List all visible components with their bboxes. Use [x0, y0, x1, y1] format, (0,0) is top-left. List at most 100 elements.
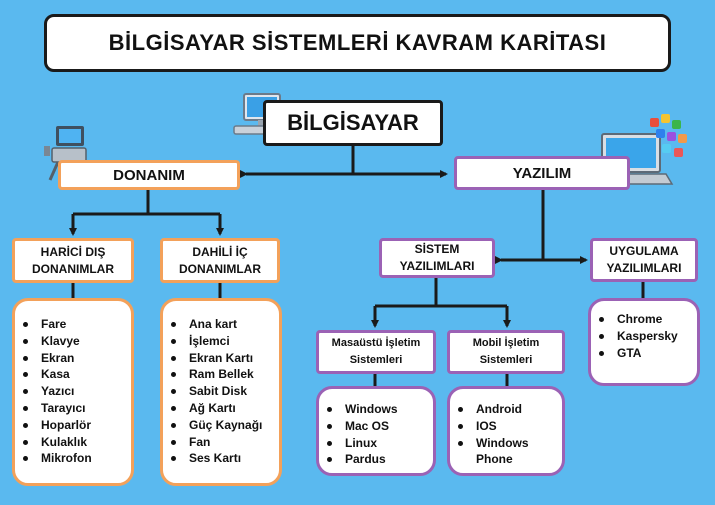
list-item: Ağ Kartı — [163, 400, 279, 417]
bullet-icon — [327, 423, 332, 429]
bullet-icon — [23, 355, 28, 361]
list-item: Yazıcı — [15, 383, 131, 400]
list-item: IOS — [450, 418, 562, 435]
list-item: Mikrofon — [15, 450, 131, 467]
list-item: Fare — [15, 316, 131, 333]
list-item-label: Ses Kartı — [189, 451, 242, 466]
list-item-label: Sabit Disk — [189, 384, 248, 399]
list-item: Fan — [163, 434, 279, 451]
bullet-icon — [171, 439, 176, 445]
node-uygulama-yazilimlari: UYGULAMA YAZILIMLARI — [590, 238, 698, 282]
bullet-icon — [458, 440, 463, 446]
list-item: Sabit Disk — [163, 383, 279, 400]
list-item-label: Linux — [345, 435, 377, 450]
list-item-label: Ram Bellek — [189, 367, 254, 382]
node-yazilim: YAZILIM — [454, 156, 630, 190]
list-item-label: Mac OS — [345, 418, 390, 433]
bullet-icon — [23, 439, 28, 445]
list-item: GTA — [591, 345, 697, 362]
list-item-label: Pardus — [345, 452, 386, 467]
list-item-label: Fare — [41, 317, 67, 331]
list-item: Kasa — [15, 366, 131, 383]
list-item-label: Güç Kaynağı — [189, 417, 263, 432]
list-item-label: Kulaklık — [41, 434, 88, 449]
bullet-icon — [171, 456, 176, 462]
list-item: İşlemci — [163, 333, 279, 350]
bullet-icon — [23, 322, 28, 327]
node-dahili-ic-donanimlar: DAHİLİ İÇ DONANIMLAR — [160, 238, 280, 283]
bullet-icon — [599, 333, 604, 339]
list-item-label: Windows Phone — [476, 435, 529, 467]
list-item-label: Ana kart — [189, 317, 238, 331]
page-title: BİLGİSAYAR SİSTEMLERİ KAVRAM KARİTASI — [44, 14, 671, 72]
bullet-icon — [171, 372, 176, 378]
list-item-label: Mikrofon — [41, 451, 92, 466]
bullet-icon — [171, 389, 176, 395]
list-item: Windows — [319, 401, 433, 418]
list-item: Tarayıcı — [15, 400, 131, 417]
node-donanim: DONANIM — [58, 160, 240, 190]
bullet-icon — [171, 355, 176, 361]
bullet-icon — [23, 405, 28, 411]
bullet-icon — [23, 372, 28, 378]
bullet-icon — [23, 422, 28, 428]
node-masaustu-isletim-sistemleri: Masaüstü İşletim Sistemleri — [316, 330, 436, 374]
robot-computer-icon — [44, 126, 90, 181]
list-item-label: Android — [476, 402, 522, 416]
node-mobil-isletim-sistemleri: Mobil İşletim Sistemleri — [447, 330, 565, 374]
list-item: Ekran Kartı — [163, 350, 279, 367]
bullet-icon — [599, 317, 604, 322]
list-item-label: Tarayıcı — [41, 400, 86, 415]
list-item-label: İşlemci — [189, 333, 230, 348]
bullet-icon — [23, 456, 28, 462]
list-item: Windows Phone — [450, 435, 562, 469]
root-node-bilgisayar: BİLGİSAYAR — [263, 100, 443, 146]
list-item-label: Kaspersky — [617, 328, 678, 343]
list-item: Ram Bellek — [163, 366, 279, 383]
list-item-label: Klavye — [41, 333, 80, 348]
bullet-icon — [599, 350, 604, 356]
list-item-label: Kasa — [41, 367, 70, 382]
bullet-icon — [327, 407, 332, 412]
list-item: Pardus — [319, 451, 433, 468]
list-item-label: Hoparlör — [41, 417, 92, 432]
bullet-icon — [23, 338, 28, 344]
list-item: Kaspersky — [591, 328, 697, 345]
list-item: Ses Kartı — [163, 450, 279, 467]
bullet-icon — [171, 322, 176, 327]
list-item: Mac OS — [319, 418, 433, 435]
list-item-label: Fan — [189, 434, 211, 449]
bullet-icon — [327, 457, 332, 463]
list-item-label: Ağ Kartı — [189, 400, 236, 415]
list-item: Linux — [319, 435, 433, 452]
bullet-icon — [23, 389, 28, 395]
list-item-label: IOS — [476, 418, 497, 433]
list-item-label: Windows — [345, 402, 398, 416]
list-item-label: Ekran Kartı — [189, 350, 254, 365]
bullet-icon — [458, 423, 463, 429]
list-item: Chrome — [591, 311, 697, 328]
bullet-icon — [458, 407, 463, 412]
list-item: Ana kart — [163, 316, 279, 333]
list-item-label: Chrome — [617, 312, 663, 326]
list-item-label: Yazıcı — [41, 384, 75, 399]
bullet-icon — [327, 440, 332, 446]
bullet-icon — [171, 338, 176, 344]
list-item-label: GTA — [617, 345, 642, 360]
node-sistem-yazilimlari: SİSTEM YAZILIMLARI — [379, 238, 495, 278]
bullet-icon — [171, 422, 176, 428]
list-item: Ekran — [15, 350, 131, 367]
bullet-icon — [171, 405, 176, 411]
list-item: Güç Kaynağı — [163, 417, 279, 434]
list-item: Hoparlör — [15, 417, 131, 434]
list-item: Kulaklık — [15, 434, 131, 451]
node-harici-dis-donanimlar: HARİCİ DIŞ DONANIMLAR — [12, 238, 134, 283]
list-item: Klavye — [15, 333, 131, 350]
list-item: Android — [450, 401, 562, 418]
